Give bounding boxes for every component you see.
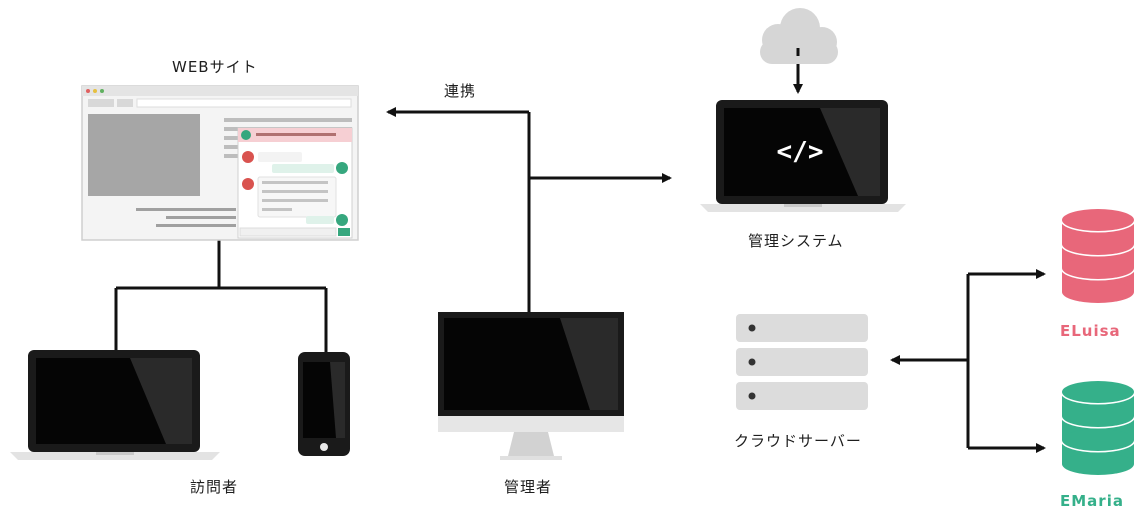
code-symbol: </> [777,137,824,167]
eluisa-database-icon [1060,207,1136,303]
cloud-server-label: クラウドサーバー [734,432,862,450]
visitor-laptop-icon [10,350,220,460]
chat-widget [237,127,353,239]
cloud-icon [760,8,838,64]
website-browser-mockup [81,85,359,241]
eluisa-label: ELuisa [1060,322,1121,340]
admin-desktop-icon [438,312,624,460]
emaria-label: EMaria [1060,492,1124,510]
connection-lines [114,52,1046,453]
admin-system-laptop-icon [700,100,906,212]
website-label: WEBサイト [172,58,258,76]
cloud-server-icon [736,314,868,410]
visitor-label: 訪問者 [190,478,239,496]
emaria-database-icon [1060,379,1136,475]
visitor-smartphone-icon [298,352,350,456]
website-to-visitors-line [114,240,328,352]
admin-label: 管理者 [504,478,553,496]
link-label: 連携 [444,82,477,100]
admin-system-label: 管理システム [748,232,844,250]
